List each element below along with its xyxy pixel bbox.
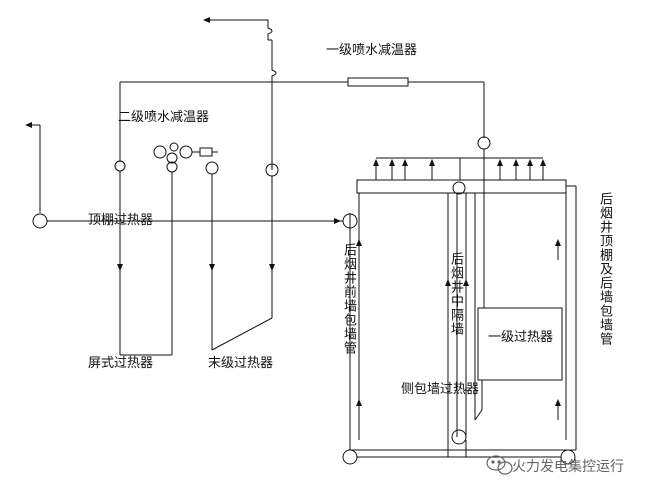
label-secondary-spray: 二级喷水减温器 [118,110,210,125]
mid-wall-top-header [452,181,466,195]
wechat-icon [486,455,513,475]
primary-spray-attemperator [347,77,409,87]
rear-shaft-top-header [356,179,567,194]
primary-sh-inlet-header [477,136,491,150]
label-final-superheater: 末级过热器 [208,356,274,371]
top-outlet-line [210,19,273,40]
bottom-left-header [342,449,358,465]
secondary-spray-header-2 [166,152,178,164]
secondary-spray-header-1 [153,145,167,159]
front-wall-header [342,213,358,229]
label-rear-shaft-mid-wall: 后烟井中隔墙 [448,252,463,336]
label-rear-shaft-front-wall: 后烟井前墙包墙管 [341,243,356,355]
roof-inlet-header [32,213,48,229]
label-side-wall-superheater: 侧包墙过热器 [401,382,480,397]
label-platen-superheater: 屏式过热器 [88,356,154,371]
primary-superheater-box [477,307,563,381]
watermark-text: 火力发电集控运行 [512,459,624,475]
label-roof-superheater: 顶棚过热器 [88,213,154,228]
mid-wall-bottom-header [451,429,467,445]
secondary-spray-header-3 [179,145,193,159]
label-primary-spray: 一级喷水减温器 [326,43,418,58]
label-rear-shaft-roof-rear-wall: 后烟井顶棚及后墙包墙管 [597,192,612,346]
label-primary-superheater: 一级过热器 [488,330,554,345]
